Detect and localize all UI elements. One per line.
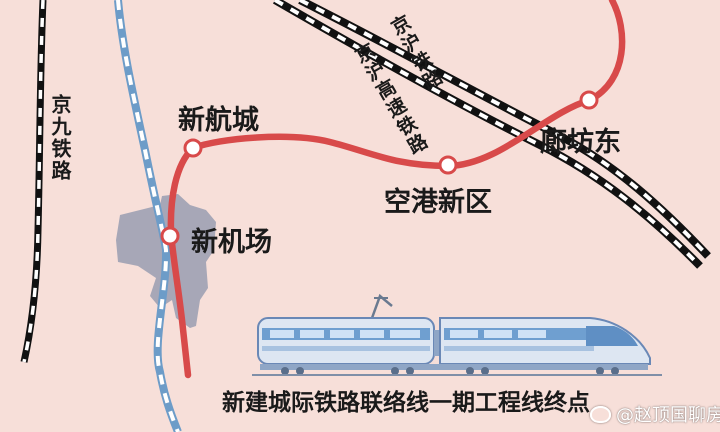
station-label-konggang: 空港新区: [384, 187, 492, 218]
jingjiu-railway: [20, 0, 47, 363]
map-caption: 新建城际铁路联络线一期工程线终点: [222, 390, 590, 416]
watermark-text: @赵顶国聊房: [616, 405, 720, 426]
station-dot-langfang-east: [579, 90, 599, 110]
watermark: @赵顶国聊房: [590, 401, 720, 427]
station-dot-airport: [160, 226, 180, 246]
weibo-logo-icon: [590, 406, 611, 423]
station-dot-xinhangcheng: [183, 138, 203, 158]
station-label-langfang-east: 廊坊东: [540, 127, 621, 158]
railway-label-jingjiu: 京九铁路: [48, 94, 72, 182]
station-dot-konggang: [438, 155, 458, 175]
station-label-xinhangcheng: 新航城: [178, 105, 259, 136]
blue-railway: [114, 0, 182, 432]
station-label-airport: 新机场: [191, 227, 272, 258]
high-speed-train-icon: [252, 293, 662, 376]
station-dots: [160, 90, 599, 246]
jinghu-railways: [272, 0, 711, 269]
